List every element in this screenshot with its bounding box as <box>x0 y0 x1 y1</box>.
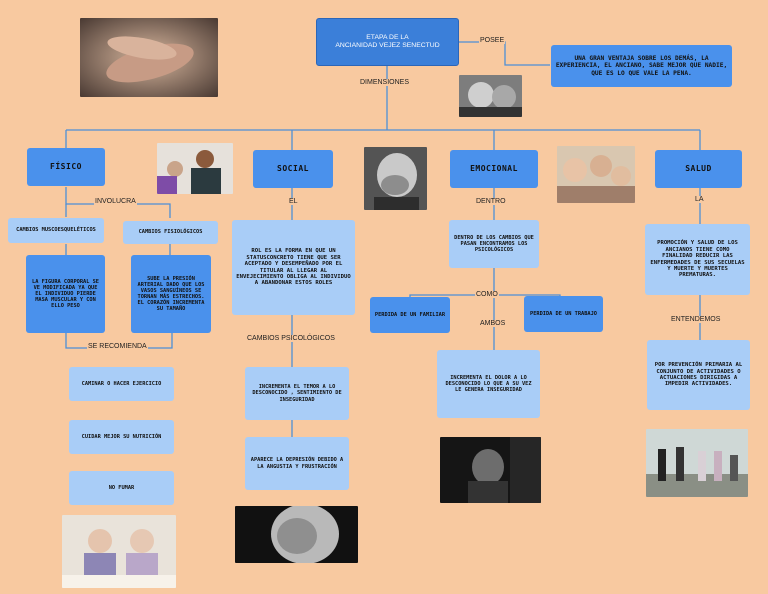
depresion-node[interactable]: APARECE LA DEPRESIÓN DEBIDO A LA ANGUSTI… <box>245 437 349 490</box>
rec-nutricion-node[interactable]: CUIDAR MEJOR SU NUTRICIÓN <box>69 420 174 454</box>
figura-node[interactable]: LA FIGURA CORPORAL SE VE MODIFICADA YA Q… <box>26 255 105 333</box>
como-label: COMO <box>475 291 499 298</box>
dimensiones-label: DIMENSIONES <box>359 79 411 86</box>
prevencion-node[interactable]: POR PREVENCIÓN PRIMARIA AL CONJUNTO DE A… <box>647 340 750 410</box>
entendemos-label: ENTENDEMOS <box>670 316 722 323</box>
wrinkled-woman-photo <box>235 506 358 563</box>
la-label: LA <box>694 196 705 203</box>
fisico-node[interactable]: FÍSICO <box>27 148 105 186</box>
el-label: EL <box>288 198 299 205</box>
involucra-label: INVOLUCRA <box>94 198 137 205</box>
posee-label: POSEE <box>479 37 506 44</box>
salud-node[interactable]: SALUD <box>655 150 742 188</box>
recomienda-label: SE RECOMIENDA <box>87 343 148 350</box>
ambos-label: AMBOS <box>479 320 507 327</box>
emocional-node[interactable]: EMOCIONAL <box>450 150 538 188</box>
muscular-node[interactable]: CAMBIOS MUSCOESQUELÉTICOS <box>8 218 104 243</box>
promocion-node[interactable]: PROMOCIÓN Y SALUD DE LOS ANCIANOS TIENE … <box>645 224 750 295</box>
trabajo-node[interactable]: PERDIDA DE UN TRABAJO <box>524 296 603 332</box>
hands-photo <box>80 18 218 97</box>
cambios-psicologicos-label: CAMBIOS PSICOLÓGICOS <box>246 335 336 342</box>
dolor-node[interactable]: INCREMENTA EL DOLOR A LO DESCONOCIDO LO … <box>437 350 540 418</box>
smiling-elder-photo <box>459 75 522 117</box>
temor-node[interactable]: INCREMENTA EL TEMOR A LO DESCONOCIDO , S… <box>245 367 349 420</box>
man-elder-photo <box>157 143 233 194</box>
social-node[interactable]: SOCIAL <box>253 150 333 188</box>
happy-elders-photo <box>557 146 635 203</box>
dentro-label: DENTRO <box>475 198 507 205</box>
walking-elders-photo <box>646 429 748 497</box>
familiar-node[interactable]: PERDIDA DE UN FAMILIAR <box>370 297 450 333</box>
rol-node[interactable]: ROL ES LA FORMA EN QUE UN STATUSCONCRETO… <box>232 220 355 315</box>
cambios-emocionales-node[interactable]: DENTRO DE LOS CAMBIOS QUE PASAN ENCONTRA… <box>449 220 539 268</box>
posee-node[interactable]: UNA GRAN VENTAJA SOBRE LOS DEMÁS, LA EXP… <box>551 45 732 87</box>
sad-woman-photo <box>364 147 427 210</box>
fisiologicos-node[interactable]: CAMBIOS FISIOLÓGICOS <box>123 221 218 244</box>
elderly-women-eating-photo <box>62 515 176 588</box>
root-node[interactable]: ETAPA DE LA ANCIANIDAD VEJEZ SENECTUD <box>316 18 459 66</box>
lonely-elder-photo <box>440 437 541 503</box>
rec-ejercicio-node[interactable]: CAMINAR O HACER EJERCICIO <box>69 367 174 401</box>
presion-node[interactable]: SUBE LA PRESIÓN ARTERIAL DADO QUE LOS VA… <box>131 255 211 333</box>
rec-fumar-node[interactable]: NO FUMAR <box>69 471 174 505</box>
